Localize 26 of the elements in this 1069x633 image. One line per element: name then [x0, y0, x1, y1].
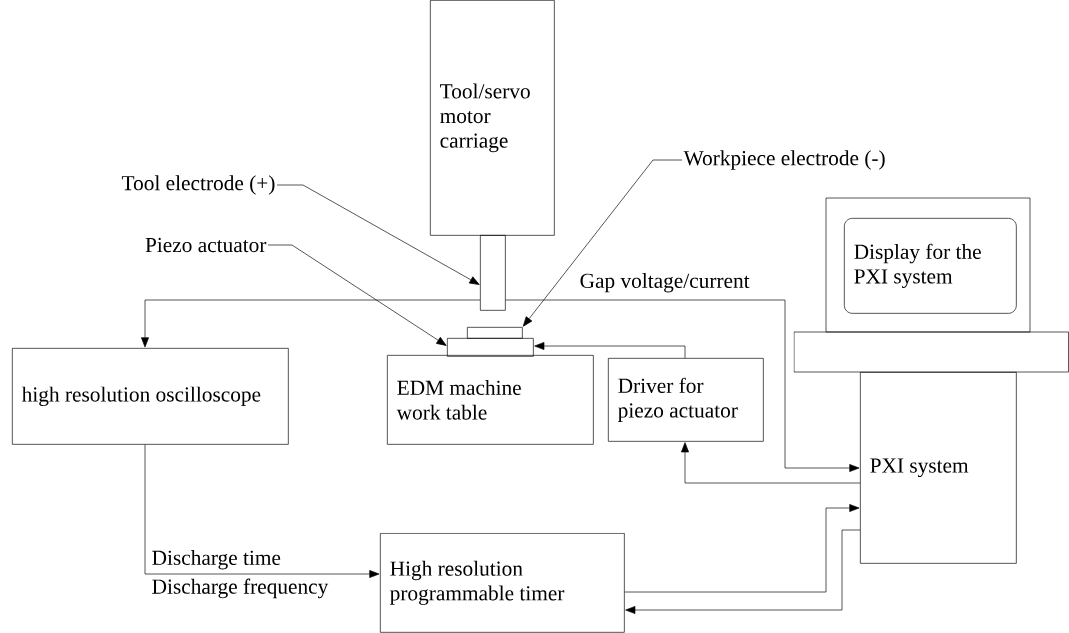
- signal-label: Discharge frequency: [152, 578, 329, 599]
- timer-box: High resolution programmable timer: [380, 533, 625, 633]
- callout-label: Piezo actuator: [145, 237, 267, 253]
- driver-box: Driver for piezo actuator: [608, 358, 764, 442]
- leader-line: [276, 184, 480, 285]
- display-screen: Display for the PXI system: [844, 218, 1017, 314]
- piezo-actuator-plate: [447, 338, 534, 357]
- arrow: [681, 442, 861, 484]
- system-box: PXI system: [860, 372, 1017, 564]
- callout-label: Tool electrode (+): [121, 175, 275, 195]
- carriage-box: Tool/servo motor carriage: [430, 0, 555, 236]
- edge-label: Gap voltage/current: [580, 273, 750, 293]
- leader-line: [267, 244, 447, 346]
- instrument-box: high resolution oscilloscope: [12, 348, 289, 445]
- leader-line: [522, 159, 683, 327]
- arrow: [505, 299, 860, 472]
- tool-electrode: [480, 235, 506, 311]
- callout-label: Workpiece electrode (-): [683, 150, 885, 170]
- arrow: [534, 342, 686, 359]
- workpiece-plate: [467, 327, 523, 339]
- work-table-box: EDM machine work table: [387, 355, 594, 445]
- arrow: [624, 504, 860, 593]
- edge-label: Discharge time: [152, 550, 281, 570]
- arrow: [625, 529, 861, 614]
- arrow: [141, 299, 481, 348]
- arrow: [144, 444, 380, 578]
